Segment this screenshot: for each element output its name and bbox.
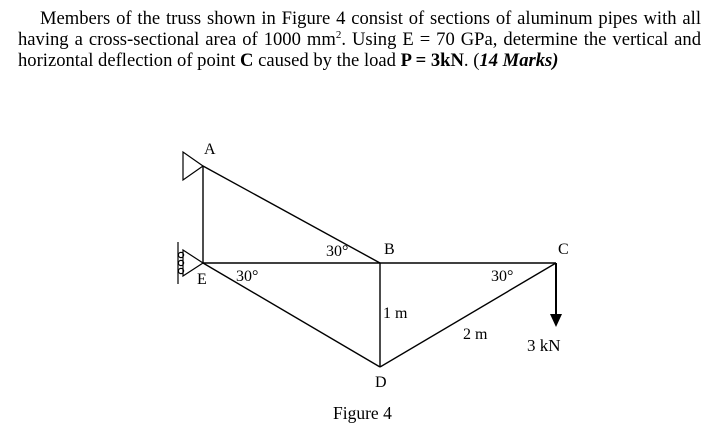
problem-text-1: Members of the truss shown in Figure 4 c…	[18, 8, 701, 50]
node-label-e: E	[197, 271, 207, 288]
load-arrow-icon	[550, 263, 562, 327]
point-label: C	[240, 50, 254, 71]
problem-statement: Members of the truss shown in Figure 4 c…	[18, 8, 701, 71]
pin-support-a	[182, 150, 205, 182]
node-label-c: C	[558, 241, 569, 258]
node-label-a: A	[204, 141, 216, 158]
node-label-b: B	[384, 241, 395, 258]
load-label: 3 kN	[527, 336, 561, 355]
marks-label: 14 Marks)	[479, 50, 559, 71]
problem-text-2: . Using E = 70 GPa, determine the vertic…	[18, 29, 701, 71]
node-label-d: D	[375, 374, 387, 391]
area-exponent: 2	[335, 29, 342, 41]
member-dc	[379, 262, 557, 368]
load-value: P = 3kN	[400, 50, 464, 71]
length-label-cd: 2 m	[463, 326, 488, 343]
member-ed	[202, 262, 381, 368]
member-ab	[202, 165, 381, 264]
angle-label-c: 30°	[491, 268, 513, 285]
angle-label-e: 30°	[236, 268, 258, 285]
figure-caption: Figure 4	[333, 403, 392, 423]
problem-text-4: . (	[463, 50, 480, 71]
roller-support-e	[177, 242, 205, 284]
length-label-bd: 1 m	[383, 305, 408, 322]
angle-label-b: 30°	[326, 243, 348, 260]
problem-text-3: caused by the load	[253, 50, 401, 71]
